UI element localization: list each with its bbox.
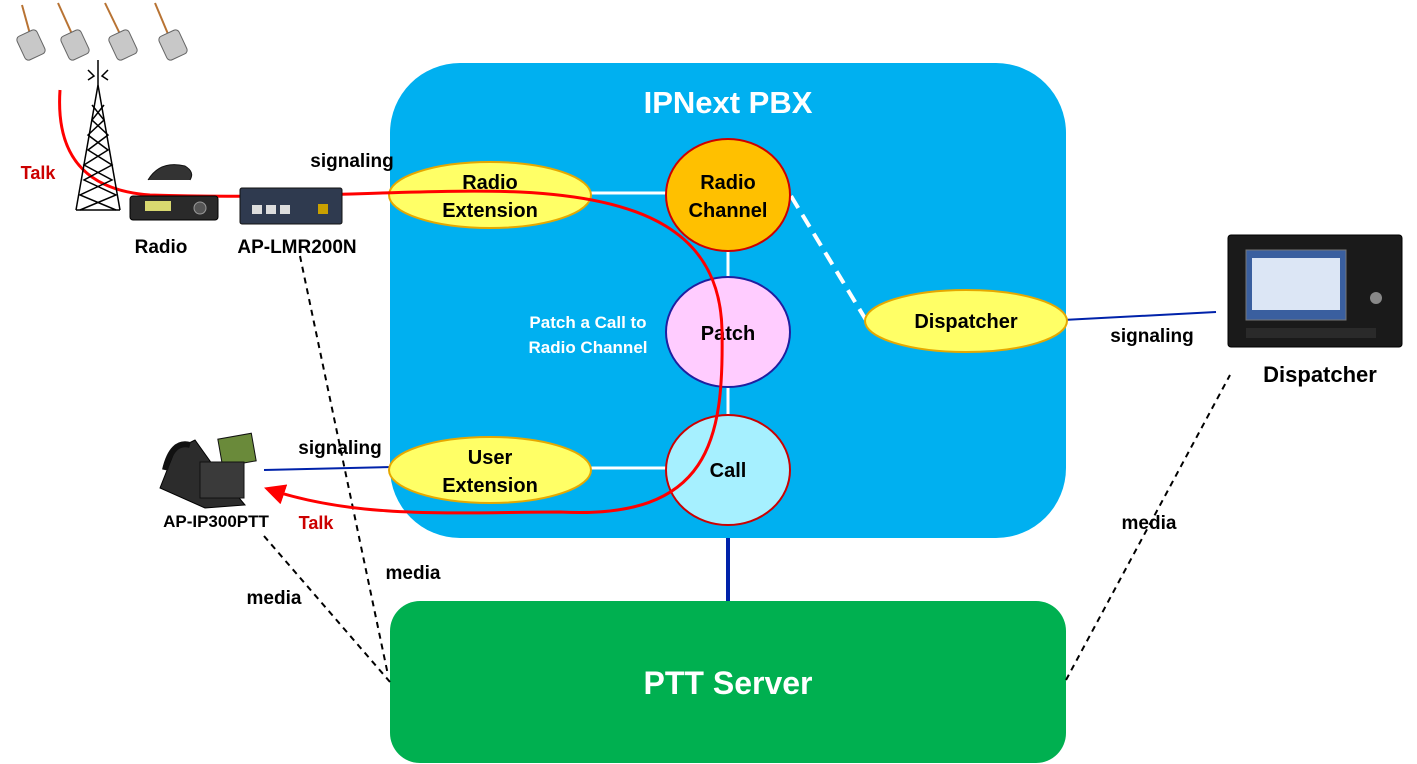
radio-extension-line1: Radio — [462, 172, 518, 194]
cell-tower-icon — [75, 60, 121, 211]
call-node — [665, 414, 791, 526]
patch-note-line2: Radio Channel — [528, 338, 647, 357]
device-label-radio: Radio — [135, 237, 188, 258]
radio-channel-line1: Radio — [700, 172, 756, 194]
media-line-phone — [263, 535, 391, 683]
media-line-lmr — [299, 255, 389, 676]
patch-note-line1: Patch a Call to — [529, 313, 646, 332]
media-label-lmr: media — [386, 563, 441, 584]
media-line-dispatcher — [1065, 374, 1231, 681]
signaling-label-radio: signaling — [310, 151, 393, 172]
handheld-radio-icon-4 — [154, 2, 188, 61]
lmr-gateway-icon — [239, 187, 343, 225]
talk-path — [58, 89, 724, 515]
handheld-radio-icon-1 — [16, 4, 46, 61]
device-label-dispatcher: Dispatcher — [1263, 362, 1377, 387]
ip-phone-icon — [159, 432, 257, 509]
user-extension-line1: User — [468, 447, 513, 469]
signaling-label-dispatcher: signaling — [1110, 326, 1193, 347]
connector-channel-dispatcher — [789, 194, 868, 322]
signaling-line-phone — [263, 466, 393, 471]
user-extension-node — [388, 436, 592, 504]
patch-label: Patch — [701, 323, 755, 345]
dispatcher-console-icon — [1227, 234, 1403, 348]
handheld-radio-icon-2 — [57, 2, 90, 61]
pbx-title: IPNext PBX — [644, 85, 813, 120]
talk-label-phone: Talk — [299, 513, 335, 533]
ptt-server-box — [390, 601, 1066, 763]
signaling-label-phone: signaling — [298, 438, 381, 459]
radio-channel-node — [665, 138, 791, 252]
device-label-gateway: AP-LMR200N — [237, 237, 356, 258]
patch-node — [665, 276, 791, 388]
user-extension-line2: Extension — [442, 475, 538, 497]
media-label-phone: media — [247, 588, 302, 609]
media-label-dispatcher: media — [1122, 513, 1177, 534]
mobile-radio-icon — [129, 164, 219, 221]
radio-extension-node — [388, 161, 592, 229]
device-label-phone: AP-IP300PTT — [163, 512, 269, 531]
ptt-server-label: PTT Server — [644, 665, 813, 701]
handheld-radio-icon-3 — [104, 2, 138, 61]
dispatcher-node — [864, 289, 1068, 353]
talk-label-radio: Talk — [21, 163, 57, 183]
radio-extension-line2: Extension — [442, 200, 538, 222]
call-label: Call — [710, 460, 747, 482]
radio-channel-line2: Channel — [689, 200, 768, 222]
signaling-line-dispatcher — [1062, 311, 1217, 321]
dispatcher-node-label: Dispatcher — [914, 311, 1018, 333]
